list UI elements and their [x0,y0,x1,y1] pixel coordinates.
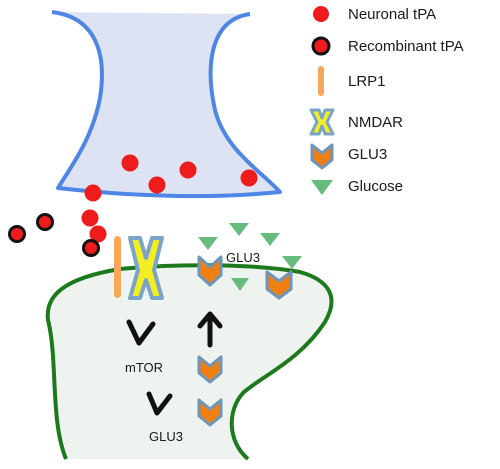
recombinant-tpa-legend-icon [311,36,331,56]
legend-lrp1: LRP1 [348,73,386,90]
legend-nmdar: NMDAR [348,114,403,131]
glu3-transporter [197,355,223,384]
arrow-up-icon [197,311,223,348]
arrow-down-icon [146,391,173,416]
lrp1-legend-icon [318,66,324,96]
arrow-down-icon [126,319,156,346]
legend: Neuronal tPA Recombinant tPA LRP1 NMDAR … [309,6,464,195]
mtor-label: mTOR [125,360,163,375]
legend-recombinant-tpa: Recombinant tPA [348,38,464,55]
glu3-transporter [197,255,223,287]
neuronal-tpa-dot [121,154,139,172]
postsynaptic-neuron [45,263,334,461]
glu3-transporter [197,398,223,427]
glucose-triangle [260,233,280,246]
neuronal-tpa-dot [240,169,258,187]
legend-neuronal-tpa: Neuronal tPA [348,6,436,23]
recombinant-tpa-dot [8,225,26,243]
glu3-bottom-label: GLU3 [149,429,183,444]
glu3-legend-icon [310,143,334,170]
neuronal-tpa-dot [89,225,107,243]
legend-glu3: GLU3 [348,146,387,163]
nmdar-legend-icon [309,108,335,136]
neuronal-tpa-dot [148,176,166,194]
glucose-triangle [198,237,218,250]
glucose-triangle [282,256,302,269]
neuronal-tpa-dot [179,161,197,179]
neuronal-tpa-dot [84,184,102,202]
recombinant-tpa-dot [82,239,100,257]
glucose-legend-icon [311,180,333,195]
legend-glucose: Glucose [348,178,403,195]
glu3-membrane-label: GLU3 [226,250,260,265]
glucose-triangle [231,278,249,291]
glu3-transporter [265,270,293,300]
glucose-triangle [229,223,249,236]
neuronal-tpa-legend-icon [313,6,329,22]
neuronal-tpa-dot [81,209,99,227]
recombinant-tpa-dot [36,213,54,231]
presynaptic-terminal [51,10,282,199]
nmdar-receptor [128,236,164,300]
lrp1-receptor [114,236,121,298]
